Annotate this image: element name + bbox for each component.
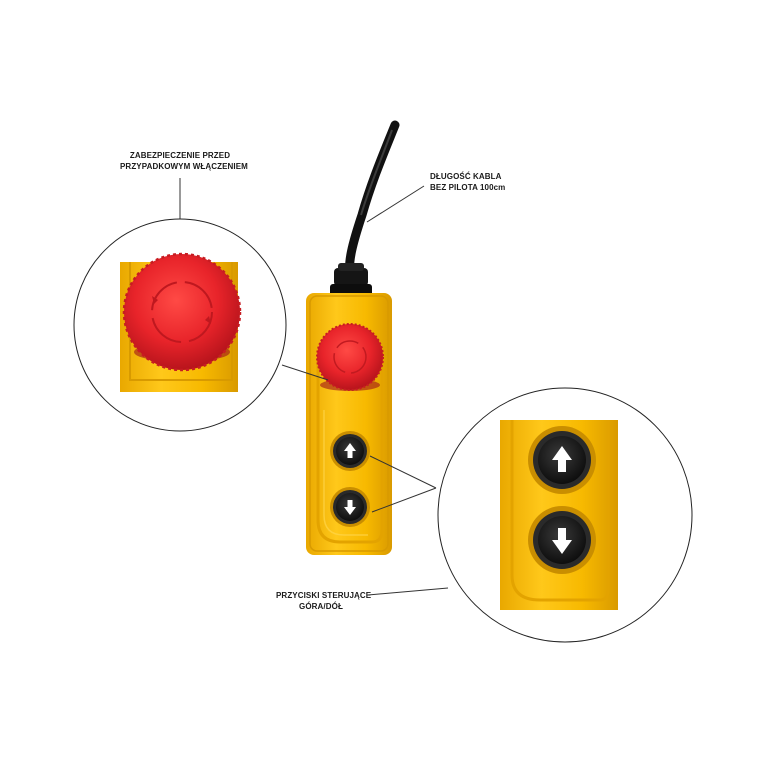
emergency-stop-button[interactable] [316, 323, 384, 391]
label-cable-line1: DŁUGOŚĆ KABLA [430, 172, 502, 181]
arrow-down-icon [344, 500, 356, 515]
zoom-circle-emergency-stop [73, 218, 287, 432]
down-button[interactable] [330, 487, 370, 527]
label-buttons-line2: GÓRA/DÓŁ [299, 602, 343, 611]
leader-lines [179, 178, 449, 596]
label-cable-line2: BEZ PILOTA 100cm [430, 183, 506, 192]
up-button[interactable] [330, 431, 370, 471]
cable [345, 120, 400, 280]
cable-gland [330, 263, 372, 296]
zoom-circle-control-buttons [437, 387, 693, 643]
arrow-up-icon [344, 443, 356, 458]
emergency-stop-rotate-icon [333, 340, 367, 374]
label-control-buttons: PRZYCISKI STERUJĄCE GÓRA/DÓŁ [276, 590, 372, 612]
label-buttons-line1: PRZYCISKI STERUJĄCE [276, 591, 372, 600]
label-safety-protection: ZABEZPIECZENIE PRZED PRZYPADKOWYM WŁĄCZE… [120, 150, 248, 172]
label-safety-line1: ZABEZPIECZENIE PRZED [129, 151, 231, 160]
label-cable-length: DŁUGOŚĆ KABLA BEZ PILOTA 100cm [430, 171, 505, 193]
label-safety-line2: PRZYPADKOWYM WŁĄCZENIEM [120, 162, 248, 171]
